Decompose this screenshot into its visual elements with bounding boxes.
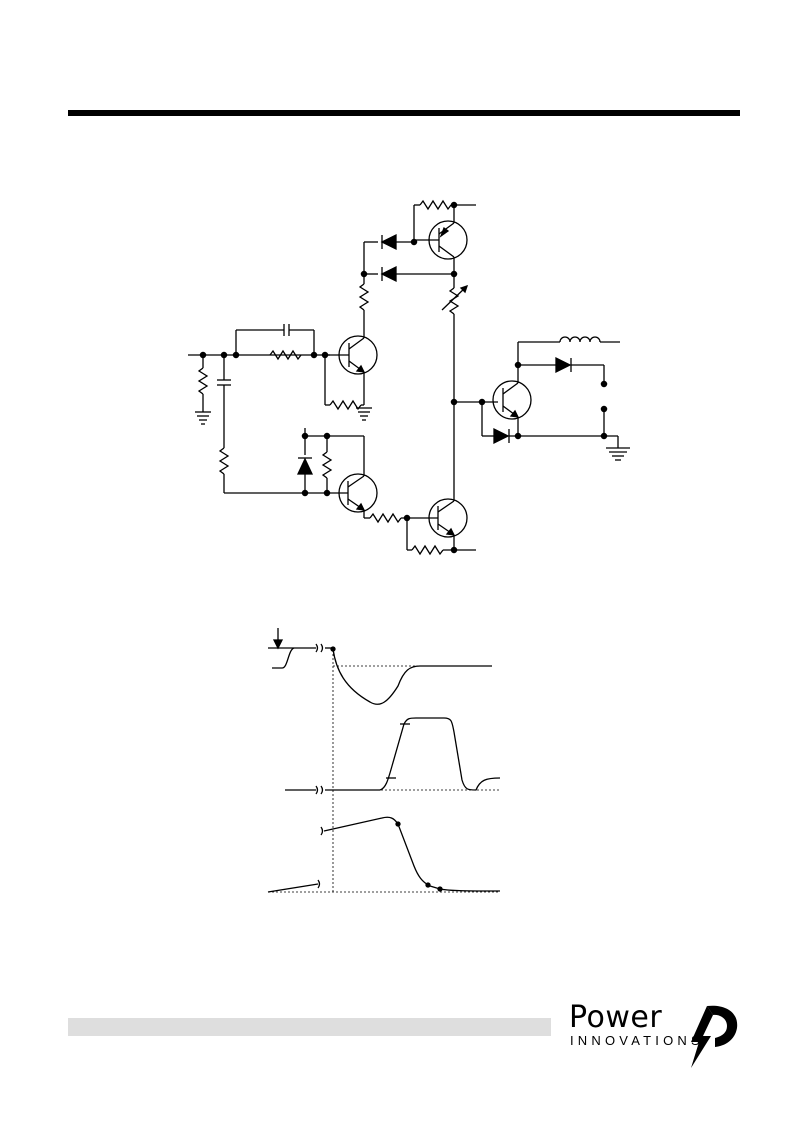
logo-wordmark: Power [569,1000,663,1035]
transistor-q5 [406,498,476,556]
logo-subtitle: INNOVATIONS [570,1033,704,1048]
transistor-q2 [413,199,476,500]
transistor-q4 [296,428,438,524]
footer-bar [68,1018,551,1036]
transistor-q3-output [454,336,630,461]
speedup-diodes [364,233,458,283]
header-rule [68,110,740,116]
input-network [188,324,330,494]
transistor-q1 [324,242,378,421]
waveform-diagram [267,628,501,893]
company-logo: Power INNOVATIONS [566,1000,746,1070]
lightning-bolt-icon [691,1005,738,1068]
